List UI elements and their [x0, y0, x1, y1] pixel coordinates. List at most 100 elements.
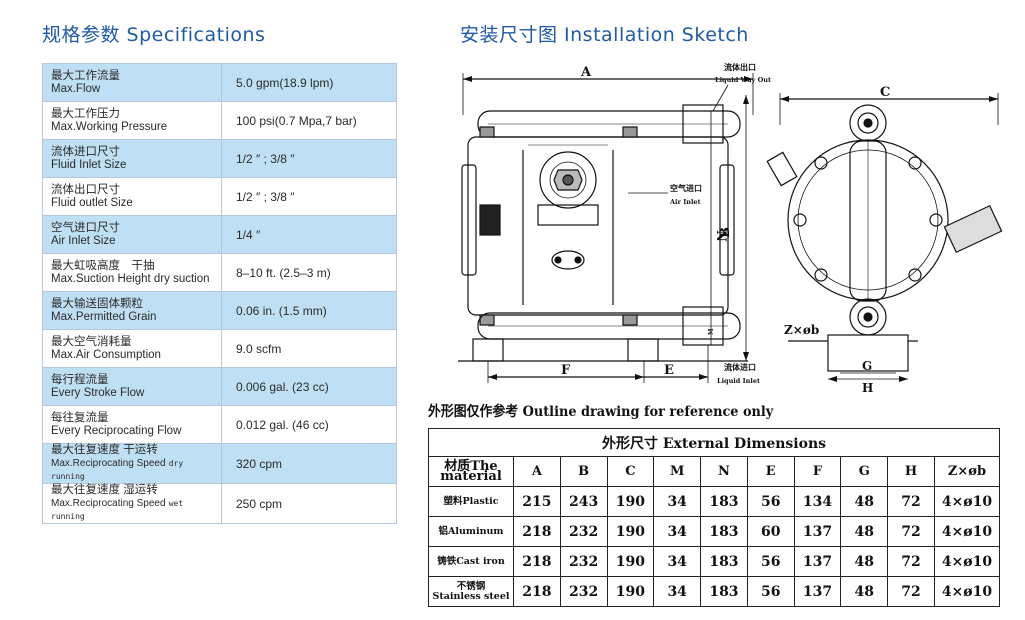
pump-side-view: C Z×øb G H [766, 85, 1003, 395]
col-header: M [653, 456, 702, 487]
dim-cell: 56 [746, 546, 795, 577]
dim-cell: 4×ø10 [933, 516, 1001, 547]
dim-cell: 48 [840, 546, 889, 577]
dim-cell: 232 [559, 576, 608, 607]
dim-cell: 190 [606, 516, 655, 547]
spec-value: 1/2 ″ ; 3/8 ″ [221, 177, 397, 216]
spec-value: 100 psi(0.7 Mpa,7 bar) [221, 101, 397, 140]
sketch-heading: 安装尺寸图 Installation Sketch [460, 24, 749, 46]
dim-cell: 183 [700, 546, 748, 577]
col-header: E [746, 456, 795, 487]
label-m: M [708, 328, 715, 335]
dim-cell: 72 [887, 486, 935, 517]
dim-cell: 137 [793, 546, 842, 577]
fluid-inlet-label-zh: 流体进口 [724, 362, 756, 372]
dim-cell: 34 [653, 576, 702, 607]
dim-cell: 56 [746, 576, 795, 607]
dim-cell: 4×ø10 [933, 546, 1001, 577]
col-header: Z×øb [933, 456, 1001, 487]
dim-cell: 4×ø10 [933, 486, 1001, 517]
installation-sketch: A N [458, 62, 1003, 395]
dim-cell: 218 [513, 576, 561, 607]
col-header: F [793, 456, 842, 487]
material-cell: 塑料Plastic [428, 486, 514, 517]
spec-value: 5.0 gpm(18.9 lpm) [221, 63, 397, 102]
spec-value: 8–10 ft. (2.5–3 m) [221, 253, 397, 292]
spec-value: 1/2 ″ ; 3/8 ″ [221, 139, 397, 178]
table-row: 铝Aluminum 218 232 190 34 183 60 137 48 7… [428, 516, 1001, 547]
label-c: C [880, 85, 890, 100]
bottom-manifold [477, 312, 741, 340]
dim-cell: 190 [606, 486, 655, 517]
col-header: G [840, 456, 889, 487]
dimensions-title: 外形尺寸 External Dimensions [428, 428, 1000, 457]
label-e: E [664, 363, 674, 378]
material-cell: 铸铁Cast iron [428, 546, 514, 577]
fluid-outlet-label-en: Liquid Way Out [715, 76, 771, 84]
dim-cell: 56 [746, 486, 795, 517]
label-zxob: Z×øb [784, 323, 819, 337]
dim-cell: 137 [793, 516, 842, 547]
dim-cell: 232 [559, 516, 608, 547]
material-cell: 铝Aluminum [428, 516, 514, 547]
table-row: 塑料Plastic 215 243 190 34 183 56 134 48 7… [428, 486, 1001, 517]
specs-heading: 规格参数 Specifications [42, 24, 266, 46]
air-inlet-label-en: Air Inlet [669, 198, 701, 206]
dim-cell: 134 [793, 486, 842, 517]
spec-value: 9.0 scfm [221, 329, 397, 368]
spec-value: 320 cpm [221, 443, 397, 484]
dim-cell: 60 [746, 516, 795, 547]
reference-note: 外形图仅作参考 Outline drawing for reference on… [428, 404, 774, 420]
air-valve [539, 151, 597, 209]
air-inlet-label-zh: 空气进口 [670, 183, 702, 193]
label-h: H [862, 381, 873, 395]
dim-cell: 4×ø10 [933, 576, 1001, 607]
label-f: F [561, 363, 571, 378]
dim-cell: 183 [700, 516, 748, 547]
external-dimensions-table: 外形尺寸 External Dimensions 材质The material … [428, 428, 1001, 607]
col-header: B [559, 456, 608, 487]
dim-cell: 183 [700, 576, 748, 607]
spec-value: 0.06 in. (1.5 mm) [221, 291, 397, 330]
pump-front-view: A N [458, 62, 771, 385]
spec-value: 1/4 ″ [221, 215, 397, 254]
label-b: B [718, 227, 733, 238]
dim-cell: 48 [840, 486, 889, 517]
dim-cell: 34 [653, 486, 702, 517]
dim-cell: 218 [513, 546, 561, 577]
dim-cell: 190 [606, 576, 655, 607]
table-row: 铸铁Cast iron 218 232 190 34 183 56 137 48… [428, 546, 1001, 577]
dim-cell: 34 [653, 546, 702, 577]
pump-body [467, 136, 729, 316]
label-a: A [580, 65, 592, 80]
col-header: H [887, 456, 935, 487]
dimensions-header-row: 材质The material A B C M N E F G H Z×øb [428, 456, 1001, 487]
dim-cell: 72 [887, 516, 935, 547]
dim-cell: 183 [700, 486, 748, 517]
dim-cell: 48 [840, 576, 889, 607]
dim-cell: 218 [513, 516, 561, 547]
spec-value: 0.006 gal. (23 cc) [221, 367, 397, 406]
dim-cell: 48 [840, 516, 889, 547]
dim-cell: 137 [793, 576, 842, 607]
